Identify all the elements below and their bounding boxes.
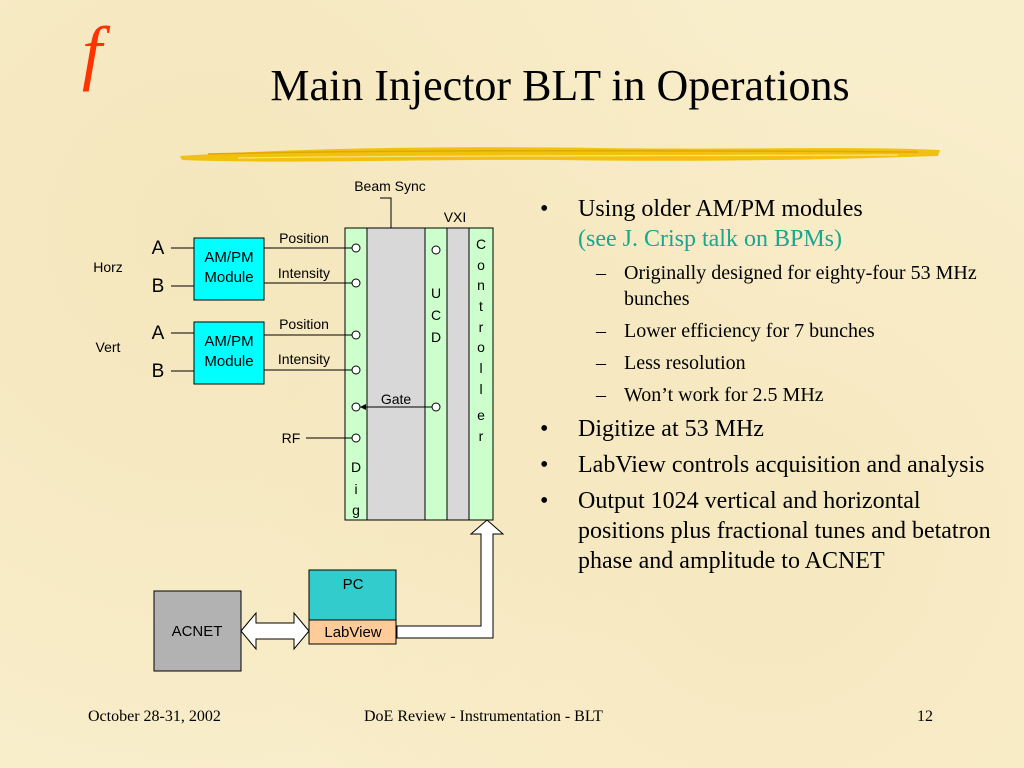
sub-bullet-item: Less resolution xyxy=(538,350,998,376)
intensity-label-vert: Intensity xyxy=(278,351,330,367)
ampm-module-vert xyxy=(193,321,265,385)
vert-label: Vert xyxy=(96,339,121,355)
input-a-horz: A xyxy=(152,238,165,259)
connector xyxy=(351,365,361,375)
ucd-letter: U xyxy=(431,285,441,301)
controller-letter: n xyxy=(477,277,485,293)
connector xyxy=(351,278,361,288)
dig-label: D i g xyxy=(351,459,361,518)
crate-to-pc-arrow xyxy=(396,519,505,639)
crate-gap xyxy=(446,227,470,521)
footer-center: DoE Review - Instrumentation - BLT xyxy=(364,708,603,725)
ucd-letter: D xyxy=(431,329,441,345)
sub-bullet-item: Lower efficiency for 7 bunches xyxy=(538,318,998,344)
horz-label: Horz xyxy=(93,259,123,275)
vxi-label: VXI xyxy=(444,209,467,225)
pc-label: PC xyxy=(343,576,364,593)
position-label-horz: Position xyxy=(279,230,329,246)
gate-region xyxy=(366,227,426,521)
dig-connectors xyxy=(351,243,441,443)
gate-arrowhead xyxy=(360,404,366,410)
controller-letter: o xyxy=(477,257,485,273)
title-underline-brushstroke xyxy=(180,147,940,162)
position-label-vert: Position xyxy=(279,316,329,332)
sub-bullet-item: Originally designed for eighty-four 53 M… xyxy=(538,260,998,312)
connector xyxy=(351,402,361,412)
ucd-module xyxy=(424,227,448,521)
acnet-pc-double-arrow xyxy=(240,611,310,651)
module-label: AM/PM xyxy=(204,333,253,350)
input-b-horz: B xyxy=(152,276,165,297)
ucd-label: U C D xyxy=(431,285,441,345)
intensity-label-horz: Intensity xyxy=(278,265,330,281)
controller-letter: r xyxy=(479,428,484,444)
sub-bullet-item: Won’t work for 2.5 MHz xyxy=(538,382,998,408)
controller-letter: e xyxy=(477,407,485,423)
module-label: Module xyxy=(204,269,253,286)
beam-sync-label: Beam Sync xyxy=(354,178,426,194)
rf-label: RF xyxy=(282,430,301,446)
acnet-box xyxy=(153,590,242,672)
acnet-label: ACNET xyxy=(172,623,223,640)
input-b-vert: B xyxy=(152,361,165,382)
bullet-item: Output 1024 vertical and horizontal posi… xyxy=(538,486,998,576)
footer-page-number: 12 xyxy=(917,708,933,725)
controller-letter: o xyxy=(477,339,485,355)
connector xyxy=(351,330,361,340)
input-a-vert: A xyxy=(152,323,165,344)
ucd-connector xyxy=(431,245,441,255)
controller-letter: l xyxy=(479,360,482,376)
connector xyxy=(351,433,361,443)
module-label: Module xyxy=(204,353,253,370)
controller-letter: l xyxy=(479,381,482,397)
gate-connector xyxy=(431,402,441,412)
ampm-module-horz xyxy=(193,237,265,301)
bullet-text: Using older AM/PM modules xyxy=(578,196,863,222)
pc-box xyxy=(308,569,397,621)
gate-label: Gate xyxy=(381,391,412,407)
controller-module xyxy=(468,227,494,521)
dig-letter: D xyxy=(351,459,361,475)
controller-label: C o n t r o l l e r xyxy=(476,236,486,444)
labview-label: LabView xyxy=(324,624,381,641)
ucd-letter: C xyxy=(431,307,441,323)
footer-date: October 28-31, 2002 xyxy=(88,708,221,725)
dig-letter: g xyxy=(352,502,360,518)
controller-letter: r xyxy=(479,319,484,335)
bullet-list: Using older AM/PM modules (see J. Crisp … xyxy=(538,194,998,582)
controller-letter: t xyxy=(479,298,483,314)
module-label: AM/PM xyxy=(204,249,253,266)
slide-title: Main Injector BLT in Operations xyxy=(270,61,850,110)
bullet-item: LabView controls acquisition and analysi… xyxy=(538,450,998,480)
bullet-item: Digitize at 53 MHz xyxy=(538,414,998,444)
dig-letter: i xyxy=(354,481,357,497)
bullet-item: Using older AM/PM modules (see J. Crisp … xyxy=(538,194,998,254)
fermilab-logo: f xyxy=(82,12,103,92)
labview-box xyxy=(308,619,397,645)
bullet-reference: (see J. Crisp talk on BPMs) xyxy=(578,226,842,252)
connector xyxy=(351,243,361,253)
controller-letter: C xyxy=(476,236,486,252)
